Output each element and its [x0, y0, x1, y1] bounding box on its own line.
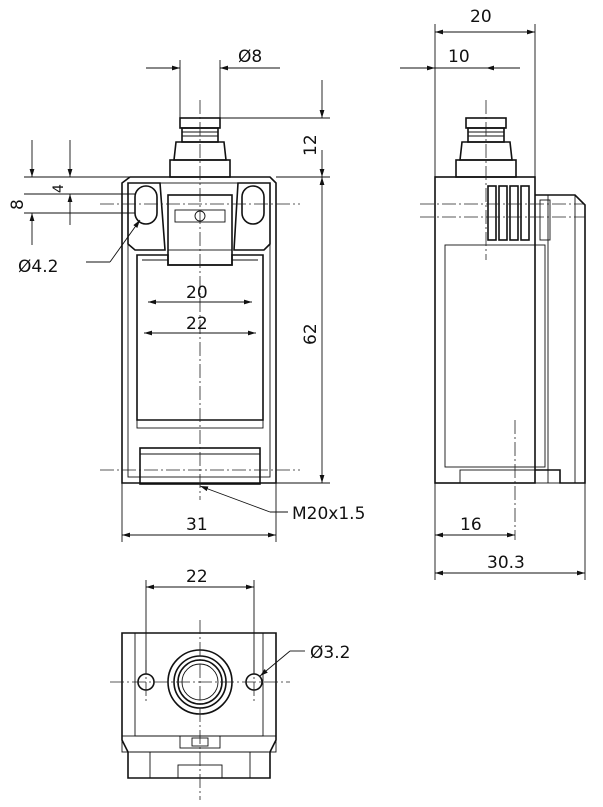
dim-side-20: 20 [470, 7, 492, 27]
dim-height-12: 12 [301, 134, 321, 156]
dim-width-20: 20 [186, 283, 208, 303]
dim-8: 8 [8, 199, 28, 210]
dim-4: 4 [51, 184, 67, 193]
front-view: Ø8 12 62 8 4 Ø4.2 20 22 M20x1.5 [8, 47, 365, 542]
dim-side-16: 16 [460, 515, 482, 535]
dim-hole-diameter: Ø4.2 [18, 257, 58, 277]
dim-top-diameter: Ø8 [238, 47, 262, 67]
dim-width-22: 22 [186, 314, 208, 334]
dim-width-31: 31 [186, 515, 208, 535]
dim-bottom-22: 22 [186, 567, 208, 587]
dim-thread: M20x1.5 [292, 504, 365, 524]
dim-height-62: 62 [301, 323, 321, 345]
dim-side-10: 10 [448, 47, 470, 67]
side-view: 20 10 16 30.3 [400, 7, 586, 580]
dim-bottom-hole: Ø3.2 [310, 643, 350, 663]
dim-side-30-3: 30.3 [487, 553, 525, 573]
bottom-view: 22 Ø3.2 [110, 567, 350, 800]
